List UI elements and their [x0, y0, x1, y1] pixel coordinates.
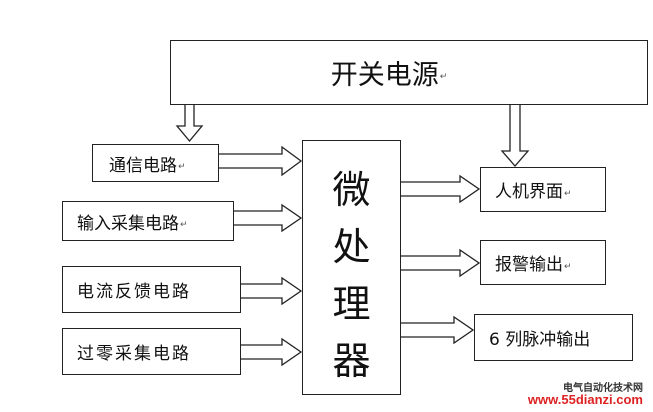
arrow-comm-to-cpu [217, 145, 303, 177]
input-sampling-box: 输入采集电路↵ [62, 201, 234, 241]
current-feedback-label: 电流反馈电路 [77, 282, 191, 302]
arrow-cpu-to-hmi [399, 174, 481, 204]
arrow-input-to-cpu [232, 203, 303, 233]
current-feedback-box: 电流反馈电路 [62, 266, 241, 313]
power-supply-label: 开关电源 [330, 60, 439, 91]
hmi-box: 人机界面↵ [480, 167, 606, 212]
watermark-title: 电气自动化技术网 [563, 383, 643, 394]
zero-cross-box: 过零采集电路 [62, 328, 241, 375]
input-sampling-label: 输入采集电路 [77, 213, 179, 234]
arrow-power-to-comm [175, 103, 204, 143]
arrow-power-to-hmi [500, 103, 530, 167]
return-mark: ↵ [564, 188, 572, 199]
arrow-cpu-to-alarm [399, 248, 481, 278]
zero-cross-label: 过零采集电路 [77, 344, 191, 364]
arrow-zero-to-cpu [239, 337, 303, 367]
arrow-cpu-to-pulse [399, 315, 475, 345]
pulse-output-label: 6 列脉冲输出 [489, 330, 591, 350]
processor-char: 理 [332, 282, 371, 326]
power-supply-box: 开关电源↵ [170, 40, 648, 105]
return-mark: ↵ [564, 261, 572, 272]
processor-char: 器 [332, 339, 371, 383]
hmi-label: 人机界面 [495, 182, 563, 202]
return-mark: ↵ [180, 220, 188, 230]
pulse-output-box: 6 列脉冲输出 [474, 314, 633, 361]
comm-circuit-label: 通信电路 [109, 155, 177, 176]
processor-char: 处 [332, 225, 371, 269]
watermark-url: www.55dianzi.com [527, 392, 643, 407]
microprocessor-box: 微 处 理 器 [302, 140, 401, 395]
processor-char: 微 [332, 168, 371, 212]
comm-circuit-box: 通信电路↵ [92, 144, 219, 182]
alarm-output-label: 报警输出 [495, 255, 563, 275]
return-mark: ↵ [439, 71, 448, 82]
alarm-output-box: 报警输出↵ [480, 240, 606, 285]
arrow-current-to-cpu [239, 276, 303, 306]
return-mark: ↵ [178, 162, 186, 172]
